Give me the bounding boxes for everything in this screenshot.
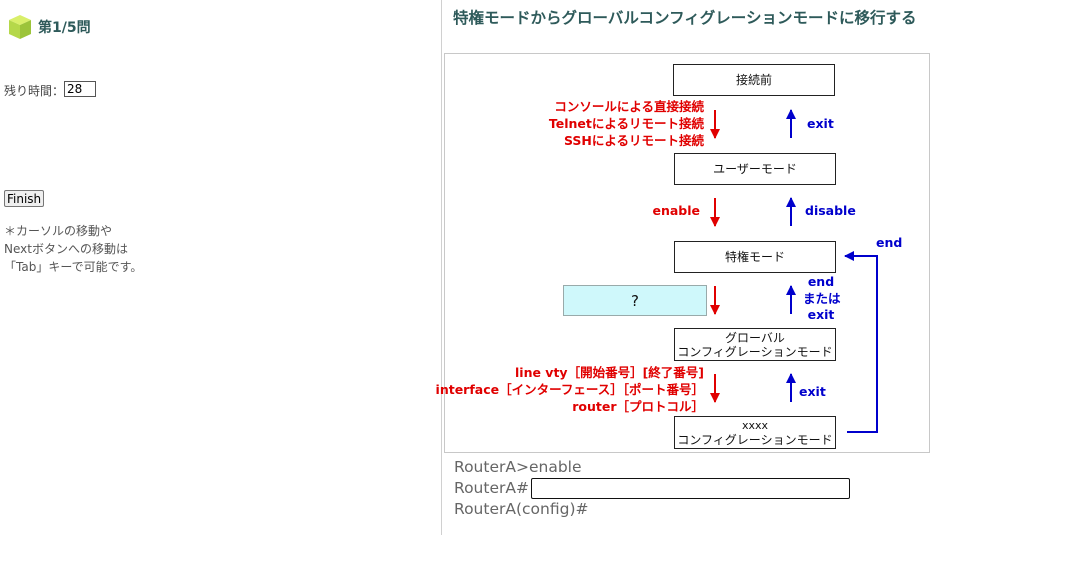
- diagram-arrows: [710, 109, 878, 433]
- cube-icon: [9, 15, 31, 39]
- exit-top-label: exit: [807, 116, 834, 131]
- left-panel: 第1/5問 残り時間： Finish ＊カーソルの移動や Nextボタンへの移動…: [0, 0, 441, 535]
- box-pre-connect: 接続前: [673, 64, 835, 96]
- box-global-config: グローバル コンフィグレーションモード: [674, 328, 836, 361]
- end-or-exit-label: end または exit: [803, 274, 841, 324]
- timer-label: 残り時間：: [4, 84, 65, 98]
- sub-command: line vty［開始番号］[終了番号]: [515, 365, 704, 380]
- end-side-label: end: [876, 235, 903, 250]
- question-number: 第1/5問: [38, 20, 91, 36]
- connect-method: SSHによるリモート接続: [563, 133, 704, 148]
- connect-method: Telnetによるリモート接続: [548, 116, 704, 131]
- help-note-line: Nextボタンへの移動は: [4, 242, 128, 256]
- connect-method: コンソールによる直接接続: [554, 99, 704, 114]
- sub-command: router［プロトコル］: [572, 399, 704, 414]
- terminal-line-config: RouterA(config)#: [454, 500, 589, 518]
- box-xxxx-line: コンフィグレーションモード: [677, 432, 833, 447]
- box-user-mode: ユーザーモード: [674, 153, 836, 185]
- question-title: 特権モードからグローバルコンフィグレーションモードに移行する: [453, 9, 917, 27]
- timer-field[interactable]: [64, 81, 96, 97]
- help-note-line: 「Tab」キーで可能です。: [4, 260, 143, 274]
- terminal-prompt-priv: RouterA#: [454, 479, 529, 497]
- terminal-line-enable: RouterA>enable: [454, 458, 582, 476]
- box-global-line: グローバル: [725, 330, 785, 345]
- answer-box: ?: [563, 285, 707, 316]
- mode-diagram: 接続前 ユーザーモード 特権モード グローバル コンフィグレーションモード xx…: [436, 53, 930, 453]
- disable-label: disable: [805, 203, 856, 218]
- end-or-exit-line: または: [803, 290, 841, 306]
- arrow-end-return: [844, 251, 878, 433]
- enable-label: enable: [652, 203, 700, 218]
- box-priv-mode: 特権モード: [674, 241, 836, 273]
- sub-command: interface［インターフェース］［ポート番号］: [435, 382, 704, 397]
- box-xxxx-config: xxxx コンフィグレーションモード: [674, 416, 836, 449]
- finish-button[interactable]: Finish: [4, 190, 45, 207]
- help-note: ＊カーソルの移動や Nextボタンへの移動は 「Tab」キーで可能です。: [4, 222, 142, 276]
- end-or-exit-line: exit: [807, 307, 835, 322]
- box-xxxx-line: xxxx: [741, 418, 769, 432]
- exit-bottom-label: exit: [799, 384, 826, 399]
- end-or-exit-line: end: [807, 274, 835, 289]
- sub-config-commands: line vty［開始番号］[終了番号] interface［インターフェース］…: [436, 364, 704, 415]
- panel-divider: [441, 0, 442, 535]
- command-input[interactable]: [531, 478, 850, 499]
- help-note-line: ＊カーソルの移動や: [4, 224, 113, 238]
- connect-methods-label: コンソールによる直接接続 Telnetによるリモート接続 SSHによるリモート接…: [549, 98, 704, 149]
- box-global-line: コンフィグレーションモード: [677, 344, 833, 359]
